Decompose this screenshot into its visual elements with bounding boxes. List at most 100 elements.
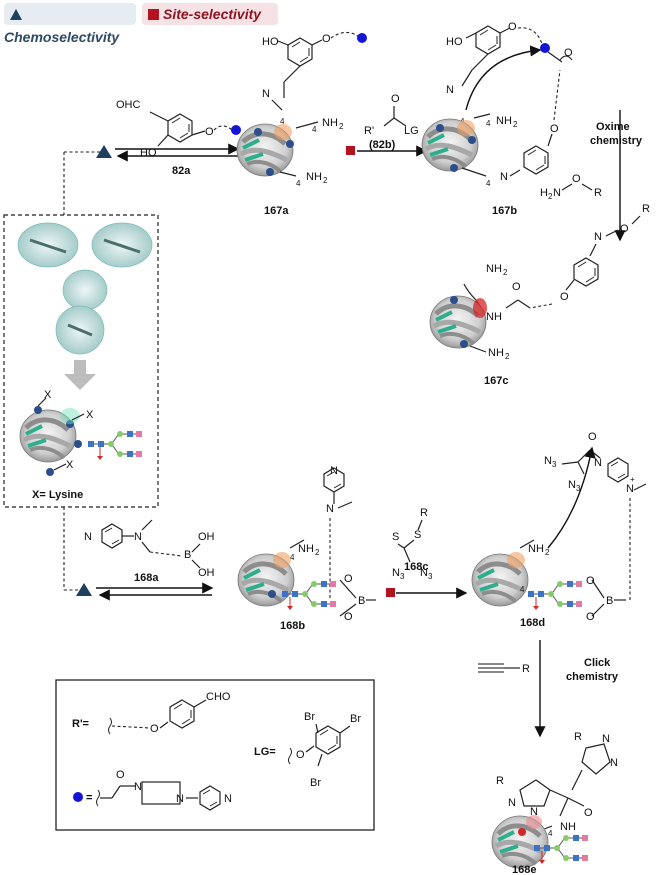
sub-4: 4 [548, 829, 553, 838]
oxime-label-2: chemistry [590, 135, 643, 147]
atom-n3: N [392, 567, 400, 579]
atom-oh: OH [198, 567, 215, 579]
atom-b: B [358, 595, 365, 607]
atom-cho: CHO [206, 691, 231, 703]
square-icon [148, 4, 159, 26]
compound-167c-label: 167c [484, 375, 508, 387]
atom-h2n: H [540, 187, 548, 199]
compound-167c-structure: R O N O O NH NH 2 NH 2 [430, 203, 650, 361]
atom-n: N [610, 757, 618, 769]
atom-nh2: NH [496, 115, 512, 127]
atom-o: O [564, 47, 573, 59]
atom-o: O [344, 611, 353, 623]
sub-2: 2 [323, 176, 328, 185]
atom-br: Br [310, 777, 321, 789]
compound-168b-structure: N N 4 NH 2 O O B [238, 465, 376, 623]
compound-167a-label: 167a [264, 205, 289, 217]
sub-2: 2 [339, 122, 344, 131]
compound-168c-label: 168c [404, 561, 428, 573]
antibody-illustration: X X X [18, 222, 153, 476]
atom-n: N [134, 781, 142, 793]
blue-dot-icon [231, 125, 241, 135]
atom-o: O [572, 173, 581, 185]
atom-nh2: NH [528, 543, 544, 555]
atom-o: O [620, 223, 629, 235]
atom-nh2: NH [298, 543, 314, 555]
atom-b: B [184, 549, 191, 561]
atom-nh2: NH [306, 171, 322, 183]
oxime-label-1: Oxime [596, 121, 630, 133]
dot-definition-eq: = [86, 792, 92, 804]
atom-n: N [553, 187, 561, 199]
compound-167a-structure: HO O N 4 4 NH 2 4 NH 2 [237, 31, 367, 188]
atom-b: B [606, 595, 613, 607]
atom-o: O [391, 93, 400, 105]
sub-2: 2 [315, 548, 320, 557]
lysine-caption: X= Lysine [32, 489, 83, 501]
atom-n: N [326, 503, 334, 515]
atom-o: O [586, 611, 595, 623]
atom-n3: N [568, 479, 576, 491]
sub-4: 4 [520, 585, 525, 594]
atom-r: R [522, 663, 530, 675]
compound-168d-structure: N 3 N 3 O N N + NH 2 4 O O B [472, 431, 647, 623]
sub-2: 2 [513, 120, 518, 129]
atom-nh: NH [486, 311, 502, 323]
atom-n3: N [420, 567, 428, 579]
atom-nh: NH [560, 821, 576, 833]
compound-168a-structure: N N B OH OH [84, 519, 215, 579]
atom-n: N [500, 171, 508, 183]
atom-br: Br [304, 711, 315, 723]
compound-82b-label: (82b) [369, 139, 396, 151]
atom-n: N [446, 84, 454, 96]
click-label-2: chemistry [566, 671, 619, 683]
sub-4: 4 [280, 117, 285, 126]
lg-definition-label: LG= [254, 746, 276, 758]
atom-o: O [560, 291, 569, 303]
atom-r: R [594, 187, 602, 199]
atom-br: Br [350, 713, 361, 725]
atom-o-167a: O [322, 33, 331, 45]
sub-4: 4 [296, 179, 301, 188]
atom-nh2: NH [322, 117, 338, 129]
site-square-icon [346, 146, 355, 155]
hydroxylamine-reagent: H 2 N O R [540, 173, 602, 201]
antibody-box [3, 214, 159, 508]
atom-s: S [392, 531, 399, 543]
atom-o: O [508, 21, 517, 33]
atom-x: X [66, 459, 74, 471]
atom-o: O [586, 575, 595, 587]
atom-lg: LG [404, 125, 419, 137]
compound-167b-structure: HO O O N 4 4 NH 2 4 N O [422, 21, 573, 188]
atom-r: R [496, 775, 504, 787]
atom-o: O [150, 723, 159, 735]
atom-ho-167a: HO [262, 36, 279, 48]
atom-n-167a: N [262, 88, 270, 100]
sub-4: 4 [486, 119, 491, 128]
reagent-82b: O R' LG [364, 93, 419, 137]
sub-2: 2 [503, 268, 508, 277]
compound-168b-label: 168b [280, 620, 305, 632]
sub-3: 3 [576, 484, 581, 493]
atom-o: O [116, 769, 125, 781]
charge-plus: + [630, 475, 635, 484]
atom-r: R [642, 203, 650, 215]
atom-n: N [602, 733, 610, 745]
sub-3: 3 [400, 572, 405, 581]
atom-n: N [84, 531, 92, 543]
atom-ho: HO [446, 36, 463, 48]
reagent-168c: R S S N 3 N 3 [392, 507, 433, 581]
atom-o: O [205, 126, 214, 138]
atom-n: N [508, 797, 516, 809]
atom-n: N [530, 806, 538, 818]
atom-o: O [588, 431, 597, 443]
sub-3: 3 [428, 572, 433, 581]
atom-x: X [44, 389, 52, 401]
atom-nh2: NH [486, 263, 502, 275]
atom-o: O [512, 281, 521, 293]
atom-n: N [224, 793, 232, 805]
atom-o: O [584, 807, 593, 819]
atom-n3: N [544, 455, 552, 467]
atom-o: O [550, 123, 559, 135]
